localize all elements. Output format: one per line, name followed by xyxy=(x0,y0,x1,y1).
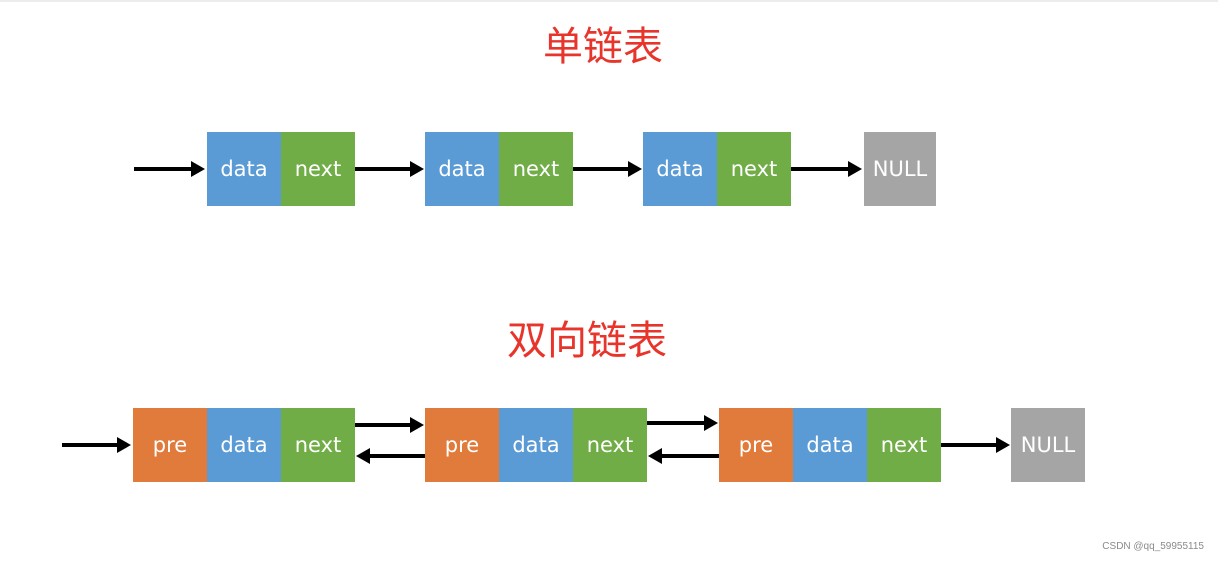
doubly-arrow-to-null xyxy=(941,437,1010,453)
doubly-node-1-pre: pre xyxy=(133,408,207,482)
head-arrow-singly xyxy=(134,161,205,177)
head-arrow-doubly xyxy=(62,437,131,453)
doubly-null-node: NULL xyxy=(1011,408,1085,482)
doubly-node-2-next: next xyxy=(573,408,647,482)
doubly-node-3-data: data xyxy=(793,408,867,482)
doubly-node-2-data: data xyxy=(499,408,573,482)
singly-node-3-next: next xyxy=(717,132,791,206)
singly-null-node: NULL xyxy=(864,132,936,206)
doubly-linked-list-title: 双向链表 xyxy=(507,318,667,364)
singly-arrow-1-2 xyxy=(355,161,424,177)
doubly-node-1-data: data xyxy=(207,408,281,482)
singly-node-1-data: data xyxy=(207,132,281,206)
watermark-text: CSDN @qq_59955115 xyxy=(1102,541,1204,552)
doubly-node-3-pre: pre xyxy=(719,408,793,482)
doubly-node-2-pre: pre xyxy=(425,408,499,482)
singly-node-2-data: data xyxy=(425,132,499,206)
doubly-arrow-3-to-2 xyxy=(648,448,719,464)
doubly-arrow-1-to-2 xyxy=(355,417,424,433)
singly-arrow-to-null xyxy=(791,161,862,177)
doubly-node-3-next: next xyxy=(867,408,941,482)
singly-arrow-2-3 xyxy=(573,161,642,177)
doubly-node-1-next: next xyxy=(281,408,355,482)
doubly-arrow-2-to-1 xyxy=(356,448,425,464)
doubly-arrow-2-to-3 xyxy=(647,415,718,431)
singly-linked-list-title: 单链表 xyxy=(543,24,663,70)
singly-node-1-next: next xyxy=(281,132,355,206)
top-divider xyxy=(0,0,1218,2)
singly-node-3-data: data xyxy=(643,132,717,206)
singly-node-2-next: next xyxy=(499,132,573,206)
